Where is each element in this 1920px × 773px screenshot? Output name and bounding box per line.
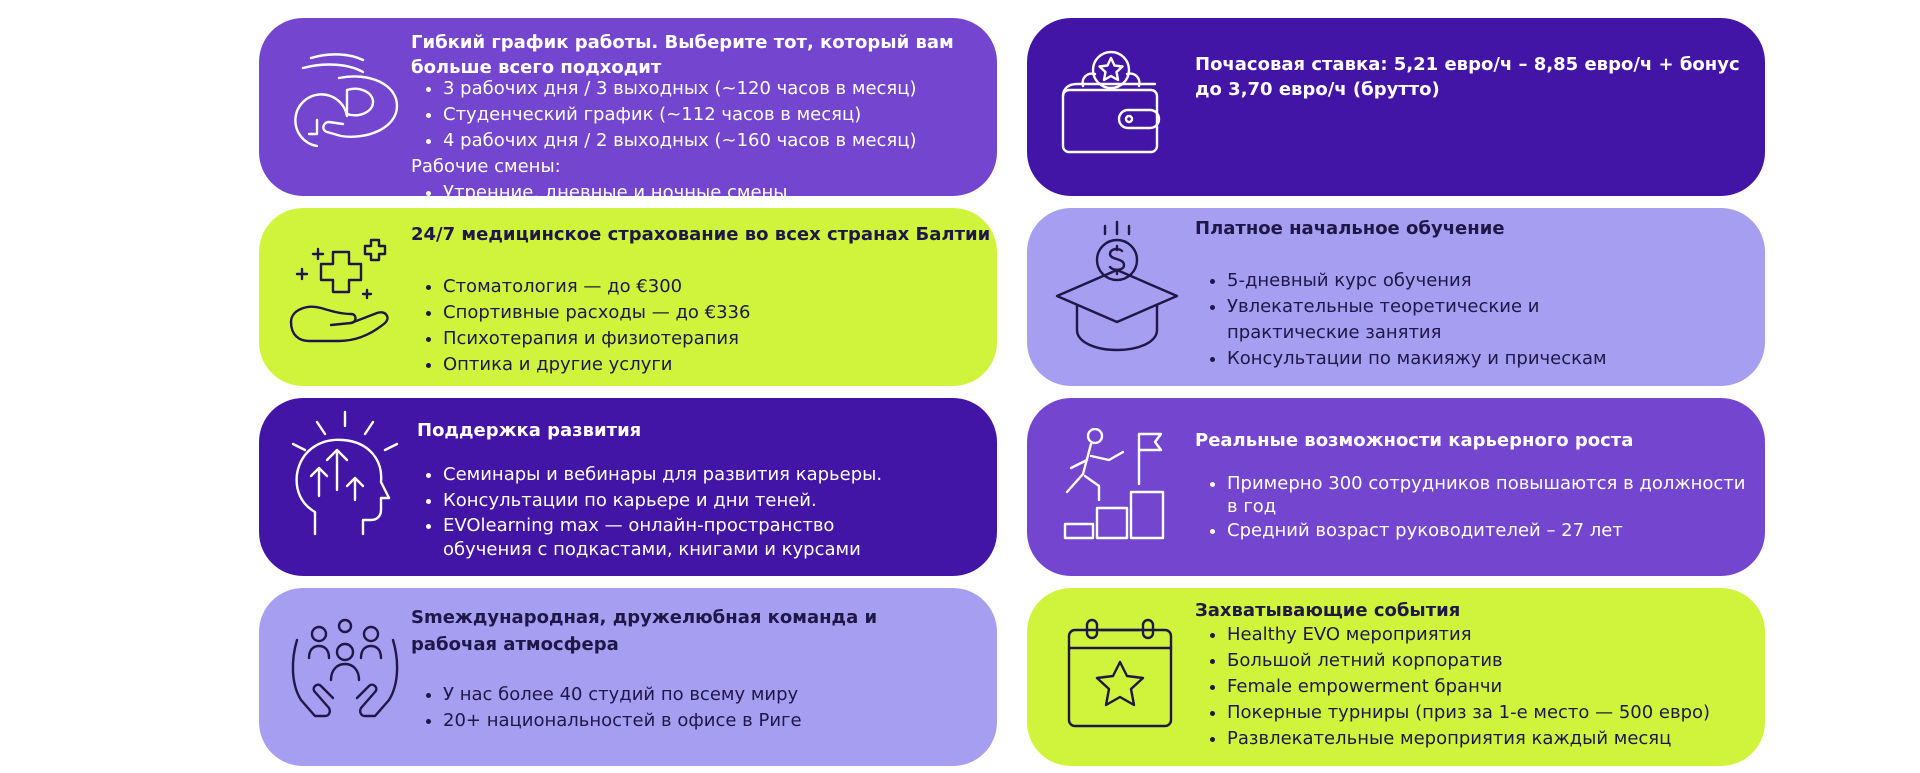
list-item: Примерно 300 сотрудников повышаются в до… bbox=[1227, 472, 1745, 518]
list-item: У нас более 40 студий по всему миру bbox=[443, 682, 802, 708]
list-item: Healthy EVO мероприятия bbox=[1227, 622, 1710, 648]
card-body: 3 рабочих дня / 3 выходных (~120 часов в… bbox=[411, 76, 917, 196]
card-title: Реальные возможности карьерного роста bbox=[1195, 430, 1634, 451]
card-title: 24/7 медицинское страхование во всех стр… bbox=[411, 224, 991, 245]
card-career-growth: Реальные возможности карьерного роста Пр… bbox=[1027, 398, 1765, 576]
card-paid-training: Платное начальное обучение 5-дневный кур… bbox=[1027, 208, 1765, 386]
list-item: Студенческий график (~112 часов в месяц) bbox=[443, 102, 917, 128]
list-item: Оптика и другие услуги bbox=[443, 352, 750, 378]
list-item: Female empowerment бранчи bbox=[1227, 674, 1710, 700]
list-item: 4 рабочих дня / 2 выходных (~160 часов в… bbox=[443, 128, 917, 154]
list-item: Семинары и вебинары для развития карьеры… bbox=[443, 462, 882, 488]
card-body: Примерно 300 сотрудников повышаются в до… bbox=[1195, 472, 1745, 544]
head-growth-icon bbox=[285, 410, 409, 540]
card-body: Стоматология — до €300 Спортивные расход… bbox=[411, 274, 750, 378]
list-item: Спортивные расходы — до €336 bbox=[443, 300, 750, 326]
health-hand-icon bbox=[287, 234, 405, 352]
education-cap-icon bbox=[1055, 220, 1179, 360]
list-item: Утренние, дневные и ночные смены bbox=[443, 180, 917, 196]
list-item: Развлекательные мероприятия каждый месяц bbox=[1227, 726, 1710, 752]
card-subtitle: Рабочие смены: bbox=[411, 156, 561, 177]
list-item: Средний возраст руководителей – 27 лет bbox=[1227, 518, 1745, 544]
list-item: Консультации по карьере и дни теней. bbox=[443, 488, 882, 514]
list-item: Покерные турниры (приз за 1-е место — 50… bbox=[1227, 700, 1710, 726]
card-medical-insurance: 24/7 медицинское страхование во всех стр… bbox=[259, 208, 997, 386]
list-item: Большой летний корпоратив bbox=[1227, 648, 1710, 674]
list-item: Стоматология — до €300 bbox=[443, 274, 750, 300]
wallet-icon bbox=[1057, 46, 1169, 158]
card-body: У нас более 40 студий по всему миру 20+ … bbox=[411, 682, 802, 734]
card-title: Почасовая ставка: 5,21 евро/ч – 8,85 евр… bbox=[1195, 54, 1740, 100]
card-title: Поддержка развития bbox=[417, 420, 642, 441]
time-money-icon bbox=[281, 46, 405, 170]
list-item: Увлекательные теоретические и практическ… bbox=[1227, 294, 1607, 346]
card-flexible-schedule: Гибкий график работы. Выберите тот, кото… bbox=[259, 18, 997, 196]
list-item: 5-дневный курс обучения bbox=[1227, 268, 1607, 294]
list-item: Консультации по макияжу и прическам bbox=[1227, 346, 1607, 372]
team-hands-icon bbox=[285, 618, 405, 738]
card-title: Захватывающие события bbox=[1195, 600, 1461, 621]
calendar-star-icon bbox=[1065, 618, 1175, 730]
card-development-support: Поддержка развития Семинары и вебинары д… bbox=[259, 398, 997, 576]
list-item: 3 рабочих дня / 3 выходных (~120 часов в… bbox=[443, 76, 917, 102]
list-item: 20+ национальностей в офисе в Риге bbox=[443, 708, 802, 734]
card-title: Smеждународная, дружелюбная команда и ра… bbox=[411, 607, 878, 655]
card-body: Healthy EVO мероприятия Большой летний к… bbox=[1195, 622, 1710, 752]
card-hourly-rate: Почасовая ставка: 5,21 евро/ч – 8,85 евр… bbox=[1027, 18, 1765, 196]
list-item: EVOlearning max — онлайн-пространство об… bbox=[443, 514, 882, 562]
card-body: Семинары и вебинары для развития карьеры… bbox=[411, 462, 882, 562]
career-stairs-icon bbox=[1061, 428, 1171, 540]
card-title: Платное начальное обучение bbox=[1195, 218, 1505, 239]
card-exciting-events: Захватывающие события Healthy EVO меропр… bbox=[1027, 588, 1765, 766]
card-body: 5-дневный курс обучения Увлекательные те… bbox=[1195, 268, 1607, 372]
card-title: Гибкий график работы. Выберите тот, кото… bbox=[411, 32, 954, 78]
list-item: Психотерапия и физиотерапия bbox=[443, 326, 750, 352]
card-international-team: Smеждународная, дружелюбная команда и ра… bbox=[259, 588, 997, 766]
